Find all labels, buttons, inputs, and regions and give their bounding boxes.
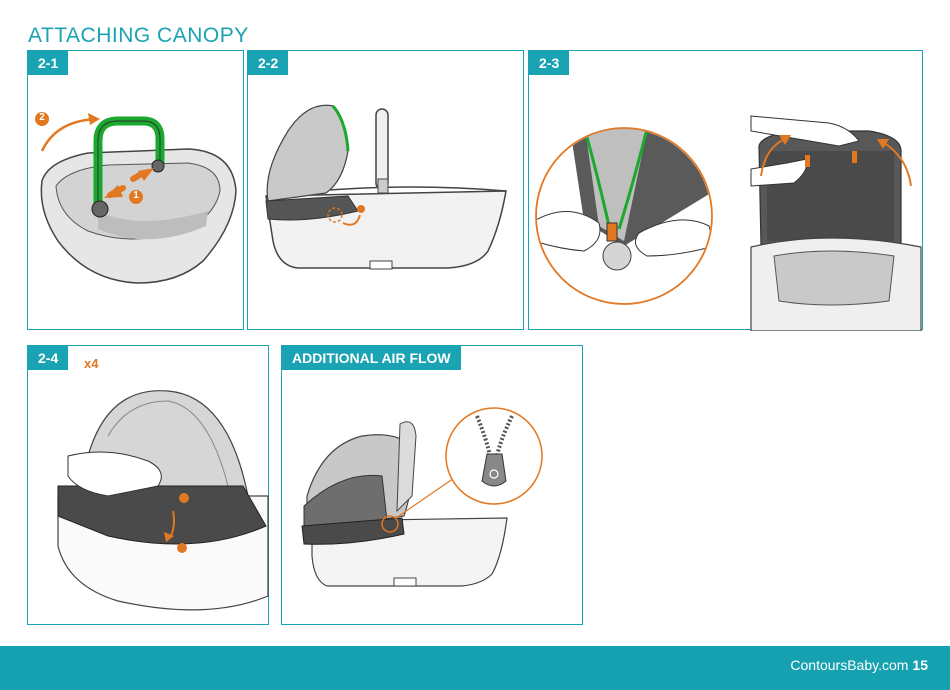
step-panel-2-1: 2-1 2 1	[27, 50, 244, 330]
step-label: 2-2	[248, 51, 289, 75]
air-flow-illustration	[301, 407, 543, 587]
step-label: ADDITIONAL AIR FLOW	[282, 346, 461, 370]
step-label: 2-3	[529, 51, 570, 75]
bassinet-handle-illustration	[35, 112, 237, 284]
page-title: ATTACHING CANOPY	[28, 24, 249, 47]
page-number: 15	[912, 657, 928, 673]
repeat-count: x4	[84, 356, 99, 371]
step-panel-2-2: 2-2	[247, 50, 524, 330]
fabric-clips-illustration	[57, 390, 269, 611]
step-panel-2-3: 2-3	[528, 50, 923, 331]
step-panel-2-4: 2-4 x4	[27, 345, 269, 625]
canopy-secure-illustration	[535, 115, 922, 331]
additional-air-flow-panel: ADDITIONAL AIR FLOW	[281, 345, 583, 625]
step-label: 2-1	[28, 51, 69, 75]
canopy-attach-illustration	[265, 104, 507, 270]
website-link[interactable]: ContoursBaby.com	[790, 657, 909, 673]
step-label: 2-4	[28, 346, 69, 370]
step-marker-2: 2	[39, 112, 45, 123]
step-marker-1: 1	[133, 190, 139, 201]
